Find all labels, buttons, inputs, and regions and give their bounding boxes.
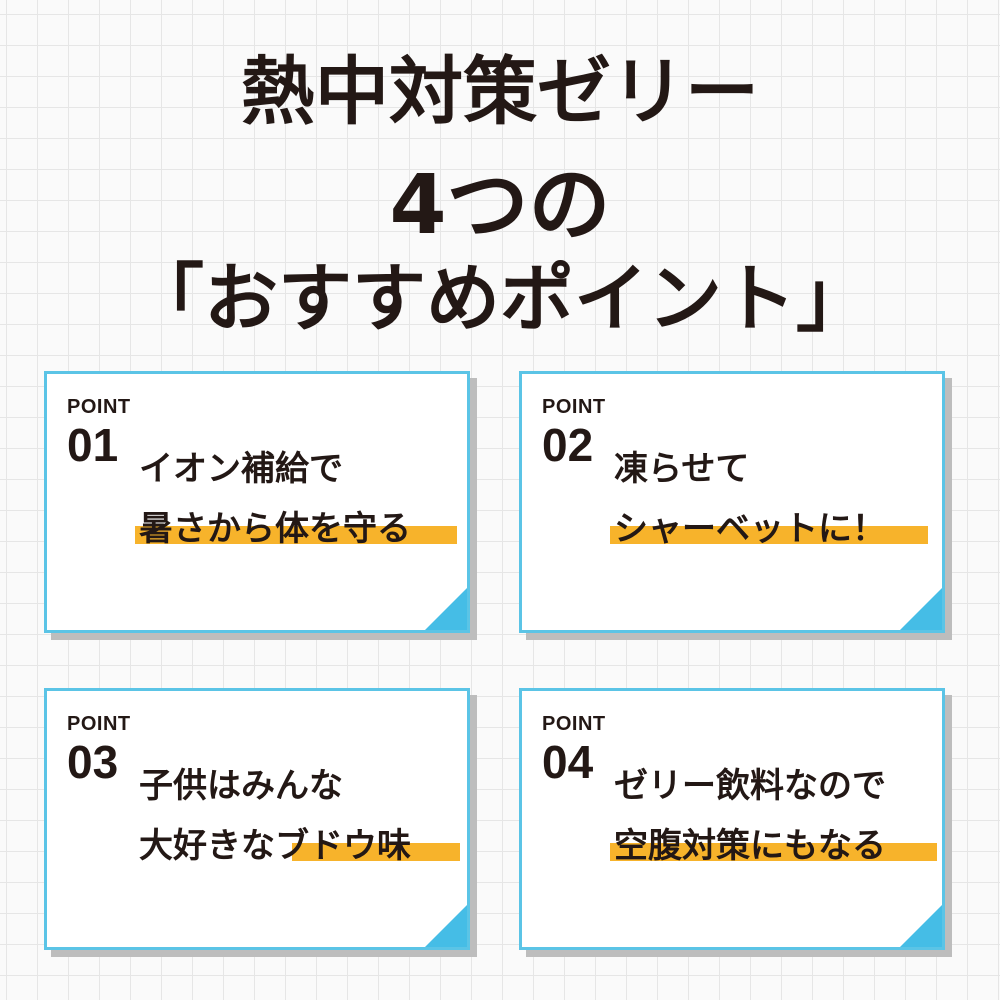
point-text-line-2: 大好きなブドウ味 — [139, 826, 411, 866]
point-text-line-2: シャーベットに！ — [614, 509, 886, 549]
highlight-bar — [292, 843, 460, 861]
heading-line-2: 4つの — [389, 158, 611, 253]
corner-fold-decoration — [425, 588, 467, 630]
point-number: 04 — [542, 736, 594, 788]
point-text-line-2: 空腹対策にもなる — [614, 826, 886, 866]
point-text-line-1: ゼリー飲料なので — [614, 766, 886, 806]
corner-fold-decoration — [900, 905, 942, 947]
point-text-line-1: イオン補給で — [139, 449, 343, 489]
point-label: POINT — [542, 713, 606, 735]
point-card-3: POINT 03 子供はみんな 大好きなブドウ味 — [44, 688, 470, 950]
point-text-line-1: 子供はみんな — [139, 766, 343, 806]
corner-fold-decoration — [425, 905, 467, 947]
point-label: POINT — [67, 396, 131, 418]
point-number: 03 — [67, 736, 119, 788]
point-number: 02 — [542, 419, 594, 471]
heading-line-3: 「おすすめポイント」 — [130, 256, 870, 342]
point-label: POINT — [542, 396, 606, 418]
highlight-bar — [610, 843, 937, 861]
point-card-1: POINT 01 イオン補給で 暑さから体を守る — [44, 371, 470, 633]
point-text-line-1: 凍らせて — [614, 449, 750, 489]
highlight-bar — [610, 526, 928, 544]
point-card-2: POINT 02 凍らせて シャーベットに！ — [519, 371, 945, 633]
point-label: POINT — [67, 713, 131, 735]
point-text-line-2: 暑さから体を守る — [139, 509, 411, 549]
corner-fold-decoration — [900, 588, 942, 630]
point-card-4: POINT 04 ゼリー飲料なので 空腹対策にもなる — [519, 688, 945, 950]
heading-line-1: 熱中対策ゼリー — [241, 49, 759, 135]
point-number: 01 — [67, 419, 119, 471]
highlight-bar — [135, 526, 457, 544]
